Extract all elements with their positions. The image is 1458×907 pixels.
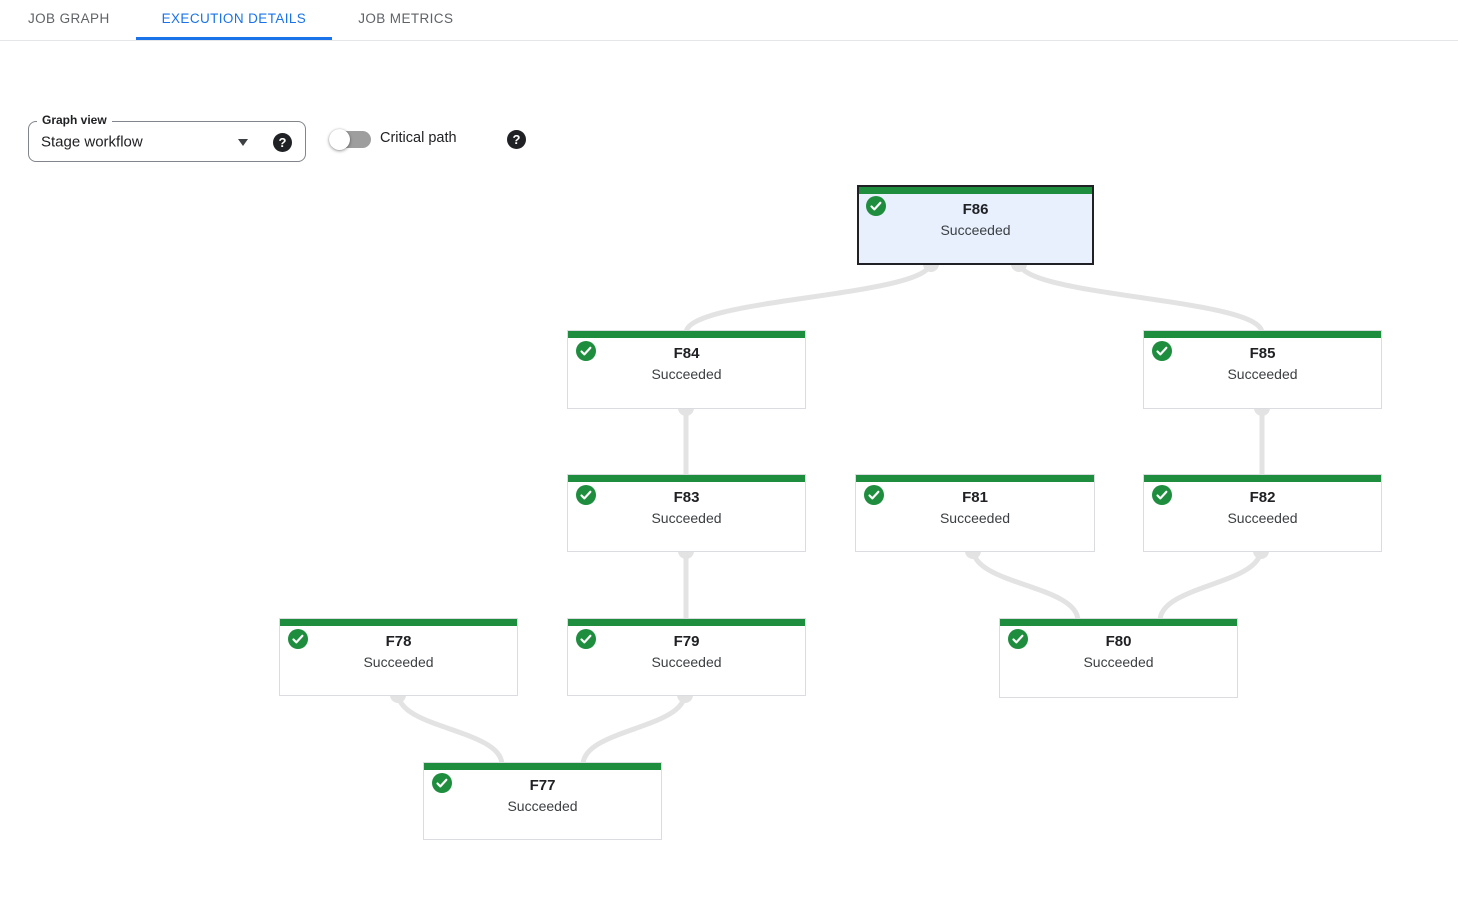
- stage-node-f79[interactable]: F79 Succeeded: [567, 618, 806, 696]
- edge-F81-F80: [970, 548, 1081, 622]
- check-circle-icon: [864, 485, 884, 505]
- stage-status: Succeeded: [363, 654, 434, 670]
- stage-node-f77[interactable]: F77 Succeeded: [423, 762, 662, 840]
- stage-status: Succeeded: [507, 798, 578, 814]
- check-circle-icon: [576, 485, 596, 505]
- edge-F82-F80: [1157, 548, 1264, 622]
- stage-name: F84: [673, 345, 700, 362]
- stage-node-f78[interactable]: F78 Succeeded: [279, 618, 518, 696]
- check-circle-icon: [866, 196, 886, 216]
- critical-path-help-icon[interactable]: ?: [507, 130, 526, 149]
- status-color-bar: [856, 475, 1094, 482]
- check-circle-icon: [288, 629, 308, 649]
- status-color-bar: [1144, 331, 1381, 338]
- critical-path-toggle[interactable]: [329, 128, 373, 150]
- edge-F86-F85: [1016, 261, 1265, 334]
- stage-name: F82: [1249, 489, 1276, 506]
- stage-name: F79: [673, 633, 700, 650]
- stage-status: Succeeded: [1227, 510, 1298, 526]
- chevron-down-icon: [238, 139, 248, 146]
- status-color-bar: [859, 187, 1092, 194]
- check-circle-icon: [1152, 341, 1172, 361]
- tab-execution-details[interactable]: EXECUTION DETAILS: [135, 0, 333, 40]
- stage-node-f86[interactable]: F86 Succeeded: [857, 185, 1094, 265]
- edge-F86-F84: [683, 261, 934, 334]
- stage-node-f83[interactable]: F83 Succeeded: [567, 474, 806, 552]
- stage-status: Succeeded: [940, 222, 1011, 238]
- stage-name: F78: [385, 633, 412, 650]
- stage-name: F81: [962, 489, 988, 506]
- status-color-bar: [568, 619, 805, 626]
- stage-status: Succeeded: [651, 654, 722, 670]
- status-color-bar: [1000, 619, 1237, 626]
- status-color-bar: [568, 331, 805, 338]
- stage-node-f81[interactable]: F81 Succeeded: [855, 474, 1095, 552]
- check-circle-icon: [576, 629, 596, 649]
- edge-F79-F77: [580, 692, 688, 766]
- check-circle-icon: [432, 773, 452, 793]
- graph-toolbar: Graph view Stage workflow ? Critical pat…: [0, 41, 1458, 162]
- critical-path-label: Critical path: [380, 130, 457, 146]
- stage-name: F85: [1249, 345, 1276, 362]
- stage-status: Succeeded: [1083, 654, 1154, 670]
- check-circle-icon: [1008, 629, 1028, 649]
- stage-name: F77: [529, 777, 556, 794]
- stage-node-f82[interactable]: F82 Succeeded: [1143, 474, 1382, 552]
- edge-F78-F77: [395, 692, 505, 766]
- stage-node-f84[interactable]: F84 Succeeded: [567, 330, 806, 409]
- stage-name: F83: [673, 489, 700, 506]
- graph-view-selected-value: Stage workflow: [41, 133, 143, 150]
- stage-status: Succeeded: [651, 510, 722, 526]
- tab-job-metrics[interactable]: JOB METRICS: [358, 11, 454, 26]
- graph-view-select[interactable]: Graph view Stage workflow ?: [28, 113, 306, 162]
- check-circle-icon: [1152, 485, 1172, 505]
- stage-node-f85[interactable]: F85 Succeeded: [1143, 330, 1382, 409]
- status-color-bar: [1144, 475, 1381, 482]
- status-color-bar: [280, 619, 517, 626]
- stage-name: F80: [1105, 633, 1132, 650]
- status-color-bar: [568, 475, 805, 482]
- toggle-knob-icon: [329, 129, 350, 150]
- graph-view-field-label: Graph view: [37, 113, 112, 127]
- stage-name: F86: [962, 201, 989, 218]
- stage-status: Succeeded: [939, 510, 1011, 526]
- graph-view-help-icon[interactable]: ?: [273, 133, 292, 152]
- stage-status: Succeeded: [1227, 366, 1298, 382]
- tab-bar: JOB GRAPH EXECUTION DETAILS JOB METRICS: [0, 0, 1458, 41]
- stage-status: Succeeded: [651, 366, 722, 382]
- tab-job-graph[interactable]: JOB GRAPH: [28, 11, 110, 26]
- check-circle-icon: [576, 341, 596, 361]
- status-color-bar: [424, 763, 661, 770]
- stage-node-f80[interactable]: F80 Succeeded: [999, 618, 1238, 698]
